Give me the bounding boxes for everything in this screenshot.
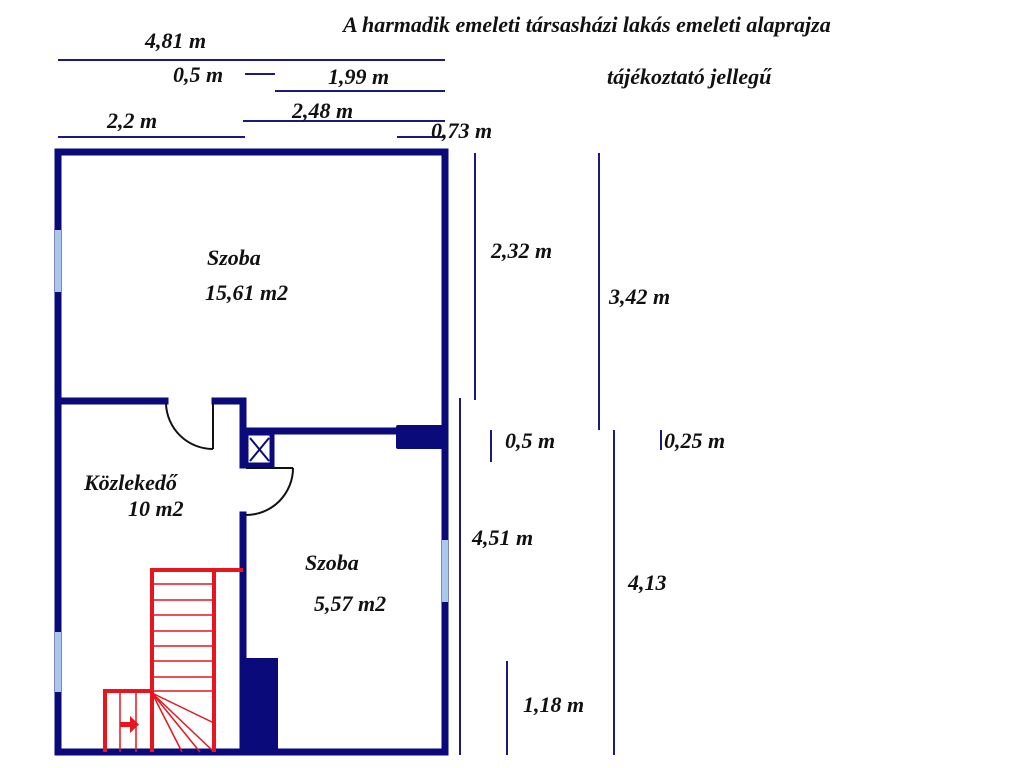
room-corridor-name: Közlekedő xyxy=(84,470,177,495)
windows xyxy=(55,230,448,692)
dim-upper-room-outer: 3,42 m xyxy=(609,284,671,309)
room-small-area: 5,57 m2 xyxy=(314,591,387,616)
stairs xyxy=(103,568,243,753)
dim-lower-outer: 4,13 xyxy=(628,570,667,595)
dim-wall-a: 0,5 m xyxy=(505,428,556,453)
window-upper-left xyxy=(55,230,61,292)
room-corridor-area: 10 m2 xyxy=(128,496,184,521)
window-lower-left xyxy=(55,632,61,692)
dim-upper-room-inner: 2,32 m xyxy=(491,238,553,263)
wall-pillar-lower xyxy=(246,658,278,752)
wall-pier-right xyxy=(396,425,446,449)
doors xyxy=(165,403,294,516)
dim-segment-b: 2,48 m xyxy=(292,98,354,123)
dim-wall-b: 0,25 m xyxy=(664,428,726,453)
chimney-icon xyxy=(243,430,275,468)
dim-offset-a: 0,5 m xyxy=(173,62,224,87)
right-dimension-lines xyxy=(459,153,662,755)
top-dimension-lines xyxy=(58,59,445,138)
dim-total-width: 4,81 m xyxy=(145,28,207,53)
plan-title: A harmadik emeleti társasházi lakás emel… xyxy=(343,12,831,37)
plan-subtitle: tájékoztató jellegű xyxy=(607,64,772,89)
room-small-name: Szoba xyxy=(305,550,359,575)
door-swing-upper xyxy=(165,403,214,451)
door-swing-lower xyxy=(245,467,294,516)
room-upper-name: Szoba xyxy=(207,245,261,270)
window-right xyxy=(442,540,448,602)
stairs-direction-arrow-icon xyxy=(120,716,139,733)
room-upper-area: 15,61 m2 xyxy=(205,280,289,305)
dim-lower-inner: 4,51 m xyxy=(472,525,534,550)
dim-segment-c: 2,2 m xyxy=(107,108,158,133)
dim-segment-d: 0,73 m xyxy=(431,118,493,143)
dim-bottom-segment: 1,18 m xyxy=(523,692,585,717)
dim-segment-a: 1,99 m xyxy=(328,64,390,89)
